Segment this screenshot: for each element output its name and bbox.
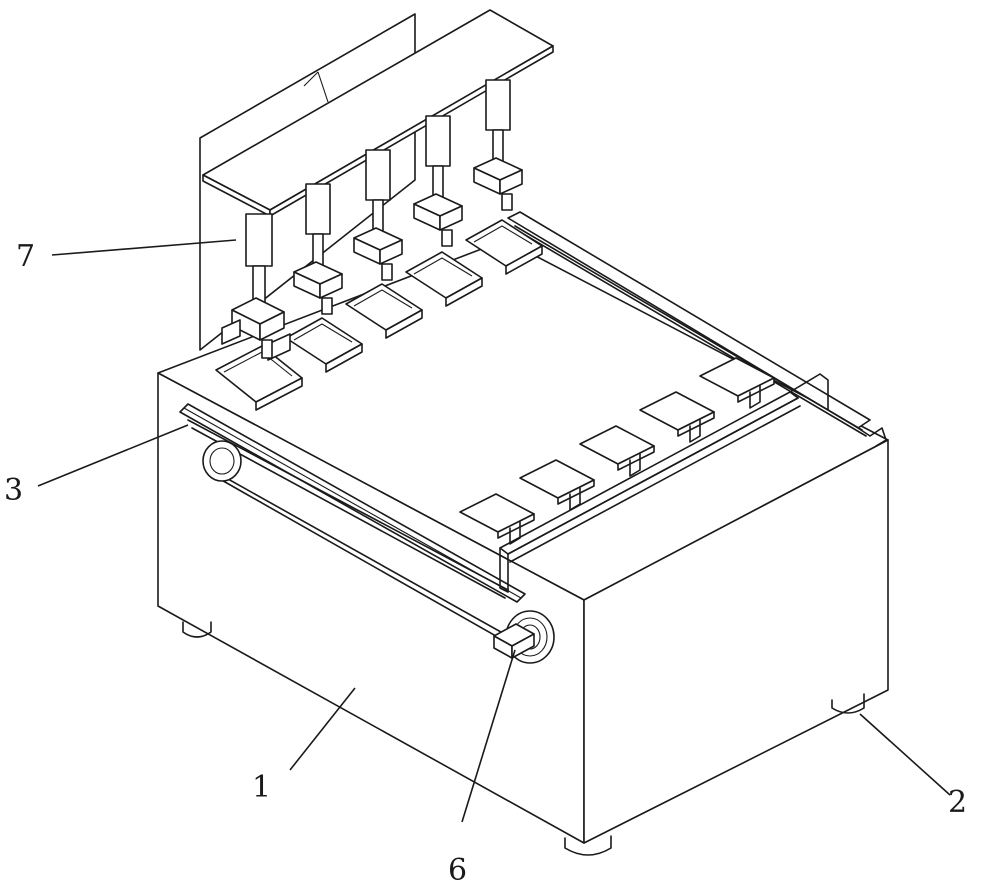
- ref-label-3: 3: [4, 473, 23, 508]
- cylinder-5: [474, 80, 522, 210]
- cylinder-4: [414, 116, 462, 246]
- leader-1: [290, 688, 355, 770]
- ref-label-1: 1: [252, 770, 271, 805]
- ref-label-6: 6: [448, 853, 467, 888]
- ref-label-7: 7: [16, 239, 35, 274]
- leader-2: [860, 714, 950, 795]
- ref-label-2: 2: [948, 785, 967, 820]
